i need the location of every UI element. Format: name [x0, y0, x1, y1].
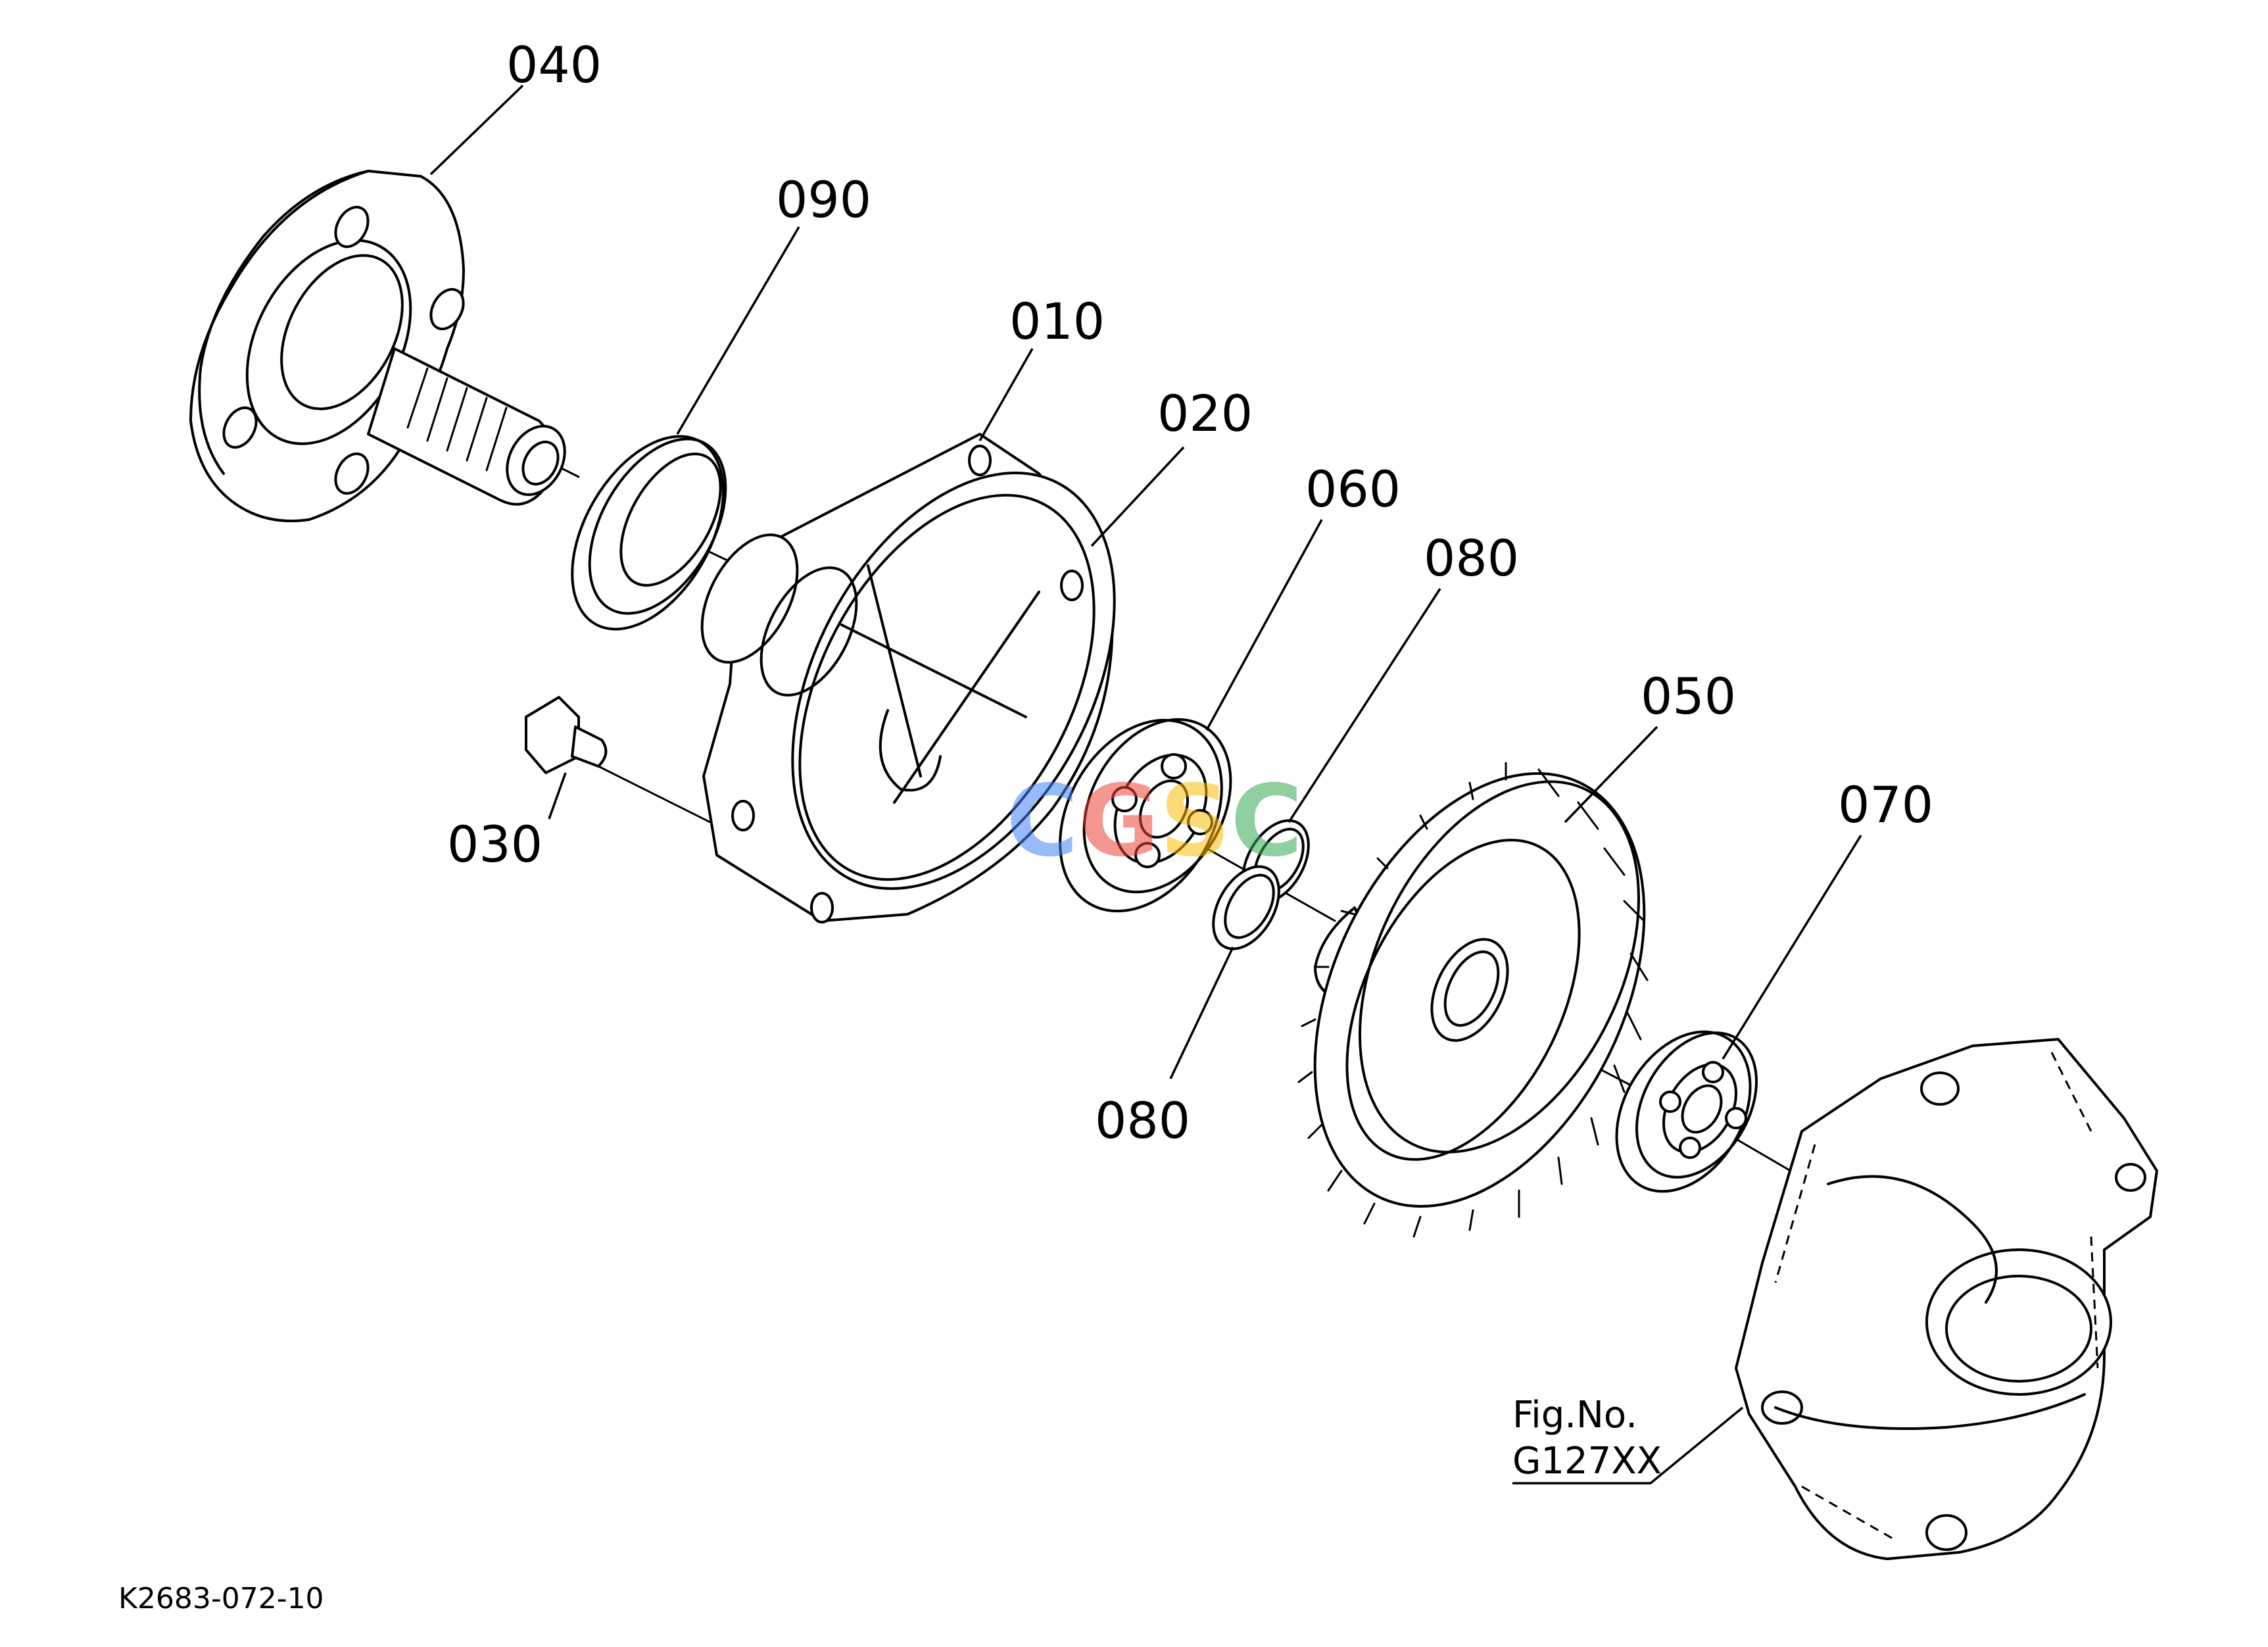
watermark-letter: C [1230, 764, 1303, 879]
label-090: 090 [776, 170, 871, 229]
label-040: 040 [506, 36, 602, 94]
figure-ref-line2: G127XX [1512, 1440, 1662, 1483]
watermark-letter: S [1159, 764, 1230, 879]
label-070: 070 [1838, 775, 1933, 834]
figure-reference: Fig.No. G127XX [1512, 1394, 1662, 1483]
part-040-flange-shaft [189, 170, 566, 522]
drawing-code: K2683-072-10 [118, 1582, 324, 1615]
reference-housing-fig-g127xx [1735, 1038, 2158, 1560]
label-020: 020 [1157, 384, 1253, 443]
label-060: 060 [1305, 460, 1401, 518]
part-070-ball-bearing [1615, 1030, 1758, 1193]
part-080-shim-lower [1212, 865, 1280, 950]
part-labels: 040 090 010 020 060 080 050 070 030 080 [447, 36, 1933, 1150]
label-050: 050 [1641, 667, 1736, 725]
label-080-upper: 080 [1424, 529, 1519, 587]
label-010: 010 [1009, 292, 1105, 351]
label-030: 030 [447, 815, 543, 873]
part-010-gear-case [700, 433, 1116, 923]
leader-lines [429, 84, 1862, 1485]
watermark-letter: G [1078, 764, 1159, 879]
part-030-plug [525, 696, 608, 774]
part-050-bevel-gear [1297, 762, 1649, 1238]
watermark: CGSC [1006, 764, 1303, 879]
label-080-lower: 080 [1095, 1091, 1190, 1150]
figure-ref-line1: Fig.No. [1512, 1394, 1637, 1437]
part-060-ball-bearing [1059, 718, 1232, 913]
part-090-oil-seal [571, 435, 727, 631]
watermark-letter: C [1006, 764, 1078, 879]
